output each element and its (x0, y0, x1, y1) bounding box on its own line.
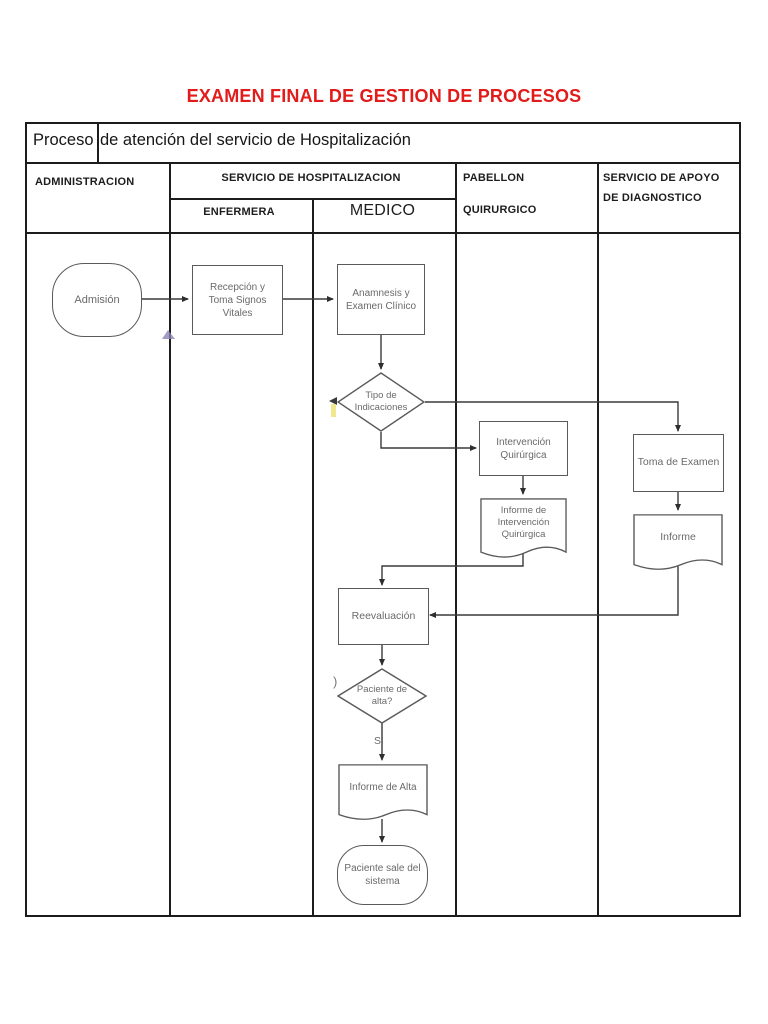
document-informe-intervencion-label: Informe de Intervención Quirúrgica (497, 505, 550, 540)
title-row-divider (27, 162, 739, 164)
lane-line-enfermera-medico (312, 198, 314, 915)
page-title: EXAMEN FINAL DE GESTION DE PROCESOS (186, 86, 582, 106)
process-intervencion: Intervención Quirúrgica (479, 421, 568, 476)
process-toma-examen-label: Toma de Examen (637, 456, 720, 469)
lane-line-pabellon-apoyo (597, 162, 599, 915)
process-toma-examen: Toma de Examen (633, 434, 724, 492)
document-informe-alta-label: Informe de Alta (349, 781, 417, 793)
header-bottom-divider (27, 232, 739, 234)
lane-apoyo-line2: DE DIAGNOSTICO (603, 192, 702, 204)
process-recepcion: Recepción y Toma Signos Vitales (192, 265, 283, 335)
process-row-label-proceso: Proceso (33, 131, 94, 149)
lane-medico: MEDICO (349, 202, 416, 219)
document-informe-alta: Informe de Alta (338, 763, 428, 822)
process-reevaluacion: Reevaluación (338, 588, 429, 645)
process-anamnesis-label: Anamnesis y Examen Clínico (345, 287, 417, 312)
lane-hospitalizacion: SERVICIO DE HOSPITALIZACION (221, 172, 401, 184)
proceso-cell-divider (97, 124, 99, 162)
start-node-admision: Admisión (52, 263, 142, 337)
document-informe-label: Informe (660, 531, 696, 544)
decision-tipo-indicaciones: Tipo de Indicaciones (337, 372, 425, 432)
lane-enfermera: ENFERMERA (203, 206, 275, 218)
lane-pabellon-line2: QUIRURGICO (463, 204, 537, 216)
document-informe-intervencion: Informe de Intervención Quirúrgica (480, 497, 567, 560)
decision-paciente-alta: Paciente de alta? (337, 668, 427, 724)
start-node-label: Admisión (74, 293, 120, 306)
document-informe: Informe (633, 513, 723, 572)
no-mark-artifact: ) (333, 674, 338, 689)
si-branch-label: SI (374, 735, 384, 747)
process-intervencion-label: Intervención Quirúrgica (496, 436, 551, 461)
process-anamnesis: Anamnesis y Examen Clínico (337, 264, 425, 335)
decision-tipo-label: Tipo de Indicaciones (354, 390, 408, 413)
process-recepcion-label: Recepción y Toma Signos Vitales (208, 281, 267, 319)
lane-line-medico-pabellon (455, 162, 457, 915)
lane-administracion: ADMINISTRACION (35, 176, 135, 188)
process-reevaluacion-label: Reevaluación (351, 609, 416, 622)
decision-paciente-alta-label: Paciente de alta? (356, 684, 408, 707)
stray-arrowhead-artifact (329, 397, 337, 405)
process-row-label-description: de atención del servicio de Hospitalizac… (100, 131, 411, 149)
yellow-mark-artifact (331, 404, 336, 417)
lane-apoyo-line1: SERVICIO DE APOYO (603, 172, 720, 184)
end-node-salida: Paciente sale del sistema (337, 845, 428, 905)
end-node-salida-label: Paciente sale del sistema (344, 863, 421, 887)
lane-line-admin-enfermera (169, 162, 171, 915)
lane-pabellon-line1: PABELLON (463, 172, 525, 184)
purple-arrow-artifact (162, 330, 175, 339)
